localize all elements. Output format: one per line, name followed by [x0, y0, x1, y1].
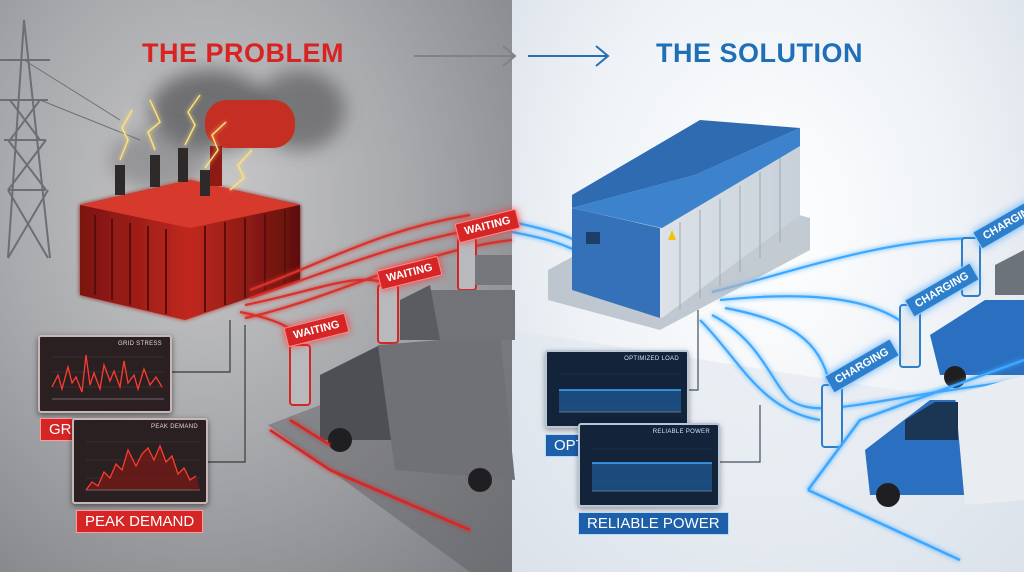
- parking-lines-red: [269, 418, 471, 532]
- delivery-van-icon: [320, 255, 515, 492]
- grid-stress-panel: GRID STRESS: [38, 335, 172, 413]
- reliable-power-caption: RELIABLE POWER: [578, 512, 729, 535]
- peak-demand-caption: PEAK DEMAND: [76, 510, 204, 533]
- ev-charger-icon: [289, 237, 477, 406]
- optimized-load-graph: [559, 373, 681, 413]
- grid-stress-graph: [51, 354, 164, 400]
- optimized-load-panel: OPTIMIZED LOAD: [545, 350, 689, 428]
- reliable-power-panel: RELIABLE POWER: [578, 423, 720, 507]
- problem-heading: THE PROBLEM: [142, 38, 345, 68]
- arrow-right-icon: [414, 45, 610, 67]
- panel-title: RELIABLE POWER: [652, 429, 710, 435]
- transformer-icon: [80, 94, 300, 320]
- peak-demand-graph: [85, 441, 200, 491]
- panel-connectors: [170, 320, 246, 463]
- reliable-power-graph: [592, 448, 712, 492]
- solution-heading: THE SOLUTION: [656, 38, 863, 68]
- panel-title: GRID STRESS: [118, 341, 162, 347]
- peak-demand-panel: PEAK DEMAND: [72, 418, 208, 504]
- panel-connectors-blue: [688, 310, 761, 463]
- battery-storage-icon: [548, 120, 810, 330]
- panel-title: OPTIMIZED LOAD: [624, 356, 679, 362]
- power-tower-icon: [0, 19, 141, 259]
- panel-title: PEAK DEMAND: [151, 424, 198, 430]
- parking-lines-blue: [806, 358, 1024, 562]
